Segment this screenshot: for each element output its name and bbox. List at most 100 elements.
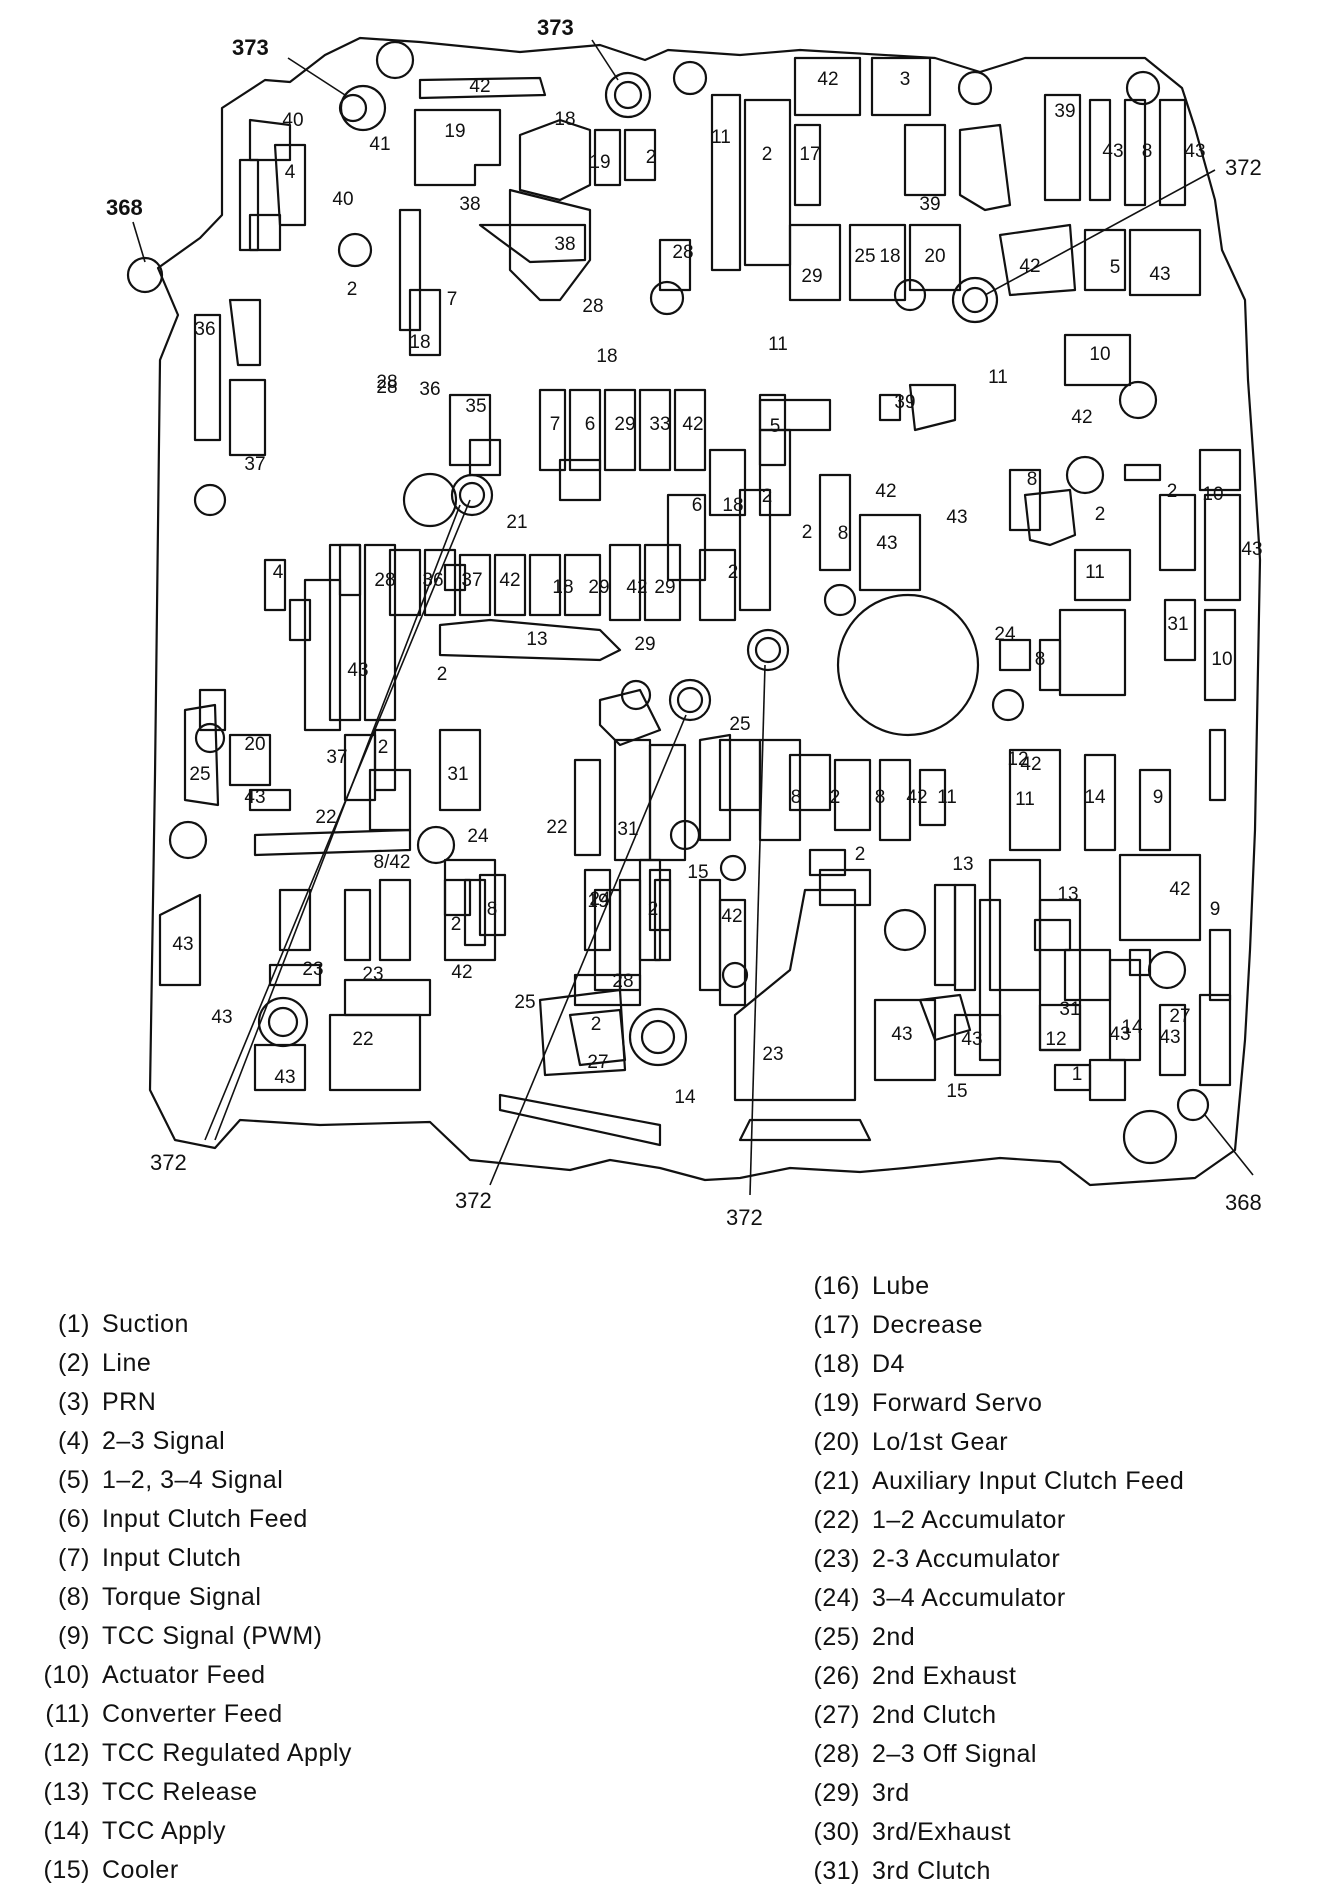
passage-number-label: 19 [444, 121, 465, 142]
passage-number-label: 28 [612, 971, 633, 992]
passage-number-label: 43 [244, 787, 265, 808]
passage-number-label: 5 [770, 416, 781, 437]
legend-label: Suction [102, 1310, 189, 1338]
passage-number-label: 42 [1169, 879, 1190, 900]
legend-number: (23) [813, 1545, 860, 1573]
legend-number: (4) [57, 1427, 90, 1455]
legend-label: Line [102, 1349, 152, 1377]
passage-number-label: 43 [347, 660, 368, 681]
passage-number-label: 12 [1045, 1029, 1066, 1050]
passage-number-label: 24 [467, 826, 489, 847]
legend-label: Converter Feed [102, 1700, 283, 1728]
passage-number-label: 43 [1109, 1024, 1130, 1045]
passage-number-label: 14 [1121, 1017, 1143, 1038]
passage-number-label: 18 [554, 109, 575, 130]
passage-number-label: 43 [1184, 141, 1205, 162]
passage-number-label: 8 [791, 787, 802, 808]
passage-number-label: 38 [459, 194, 480, 215]
passage-number-label: 42 [626, 577, 647, 598]
legend-number: (16) [813, 1272, 860, 1300]
legend-label: Input Clutch Feed [102, 1505, 308, 1533]
passage-number-label: 28 [376, 377, 397, 398]
passage-number-label: 2 [1095, 504, 1106, 525]
passage-number-label: 27 [1169, 1006, 1190, 1027]
legend-item: (18)D4 [792, 1345, 1184, 1384]
legend-item: (1) Suction [24, 1305, 352, 1344]
callout-label: 372 [150, 1150, 187, 1175]
passage-number-label: 4 [285, 162, 296, 183]
passage-number-label: 2 [378, 737, 389, 758]
legend-item: (30)3rd/Exhaust [792, 1813, 1184, 1852]
legend-item: (26)2nd Exhaust [792, 1657, 1184, 1696]
legend-right-column: (16)Lube(17)Decrease(18)D4(19)Forward Se… [792, 1267, 1184, 1891]
passage-number-label: 25 [729, 714, 750, 735]
passage-number-label: 37 [244, 454, 265, 475]
legend-left-column: (1)Suction(2)Line(3)PRN(4)2–3 Signal(5)1… [24, 1305, 352, 1890]
passage-number-label: 43 [1102, 141, 1123, 162]
passage-number-label: 42 [1020, 754, 1041, 775]
legend-label: Auxiliary Input Clutch Feed [872, 1467, 1185, 1495]
passage-number-label: 8 [875, 787, 886, 808]
passage-number-label: 36 [419, 379, 440, 400]
callout-label: 368 [106, 195, 143, 220]
passage-number-label: 18 [596, 346, 617, 367]
passage-number-label: 42 [499, 570, 520, 591]
legend-label: 2nd Clutch [872, 1701, 997, 1729]
passage-number-label: 40 [282, 110, 303, 131]
legend-item: (10)Actuator Feed [24, 1656, 352, 1695]
legend-number: (6) [57, 1505, 90, 1533]
legend-number: (20) [813, 1428, 860, 1456]
passage-number-label: 12 [1007, 749, 1028, 770]
passage-number-label: 28 [582, 296, 603, 317]
passage-number-label: 43 [1159, 1027, 1180, 1048]
passage-number-label: 18 [552, 577, 573, 598]
passage-number-label: 21 [506, 512, 527, 533]
legend-number: (8) [57, 1583, 90, 1611]
passage-number-label: 39 [919, 194, 940, 215]
passage-number-label: 42 [817, 69, 838, 90]
passage-number-label: 2 [437, 664, 448, 685]
passage-number-label: 42 [682, 414, 703, 435]
legend-label: 1–2 Accumulator [872, 1506, 1066, 1534]
passage-number-label: 29 [801, 266, 822, 287]
legend-item: (16) Lube [792, 1267, 1184, 1306]
passage-number-label: 8 [1027, 469, 1038, 490]
legend-label: Input Clutch [102, 1544, 242, 1572]
legend-item: (11)Converter Feed [24, 1695, 352, 1734]
passage-number-label: 9 [1210, 899, 1221, 920]
legend-item: (12)TCC Regulated Apply [24, 1734, 352, 1773]
legend-label: Lube [872, 1272, 930, 1300]
legend-item: (2)Line [24, 1344, 352, 1383]
passage-number-label: 43 [891, 1024, 912, 1045]
legend-label: Lo/1st Gear [872, 1428, 1009, 1456]
passage-number-label: 31 [1059, 999, 1080, 1020]
passage-number-label: 2 [451, 914, 462, 935]
passage-number-label: 39 [1054, 101, 1075, 122]
passage-number-label: 8 [838, 523, 849, 544]
legend-item: (28)2–3 Off Signal [792, 1735, 1184, 1774]
passage-number-label: 10 [1089, 344, 1110, 365]
legend-number: (27) [813, 1701, 860, 1729]
legend-number: (10) [43, 1661, 90, 1689]
passage-number-label: 6 [585, 414, 596, 435]
legend-label: Cooler [102, 1856, 179, 1884]
legend-number: (15) [43, 1856, 90, 1884]
passage-number-label: 29 [614, 414, 635, 435]
passage-number-label: 42 [451, 962, 472, 983]
passage-number-label: 11 [937, 787, 957, 808]
legend-label: 3–4 Accumulator [872, 1584, 1066, 1612]
passage-number-label: 42 [906, 787, 927, 808]
passage-number-label: 31 [447, 764, 468, 785]
passage-number-label: 11 [711, 127, 731, 148]
legend-number: (19) [813, 1389, 860, 1417]
passage-number-label: 13 [952, 854, 973, 875]
passage-number-label: 31 [617, 819, 638, 840]
passage-number-label: 42 [469, 76, 490, 97]
passage-number-label: 13 [1057, 884, 1078, 905]
passage-number-label: 2 [802, 522, 813, 543]
legend-label: 3rd/Exhaust [872, 1818, 1011, 1846]
legend-number: (1) [57, 1310, 90, 1338]
passage-number-label: 43 [946, 507, 967, 528]
passage-number-label: 18 [879, 246, 900, 267]
legend-item: (25)2nd [792, 1618, 1184, 1657]
